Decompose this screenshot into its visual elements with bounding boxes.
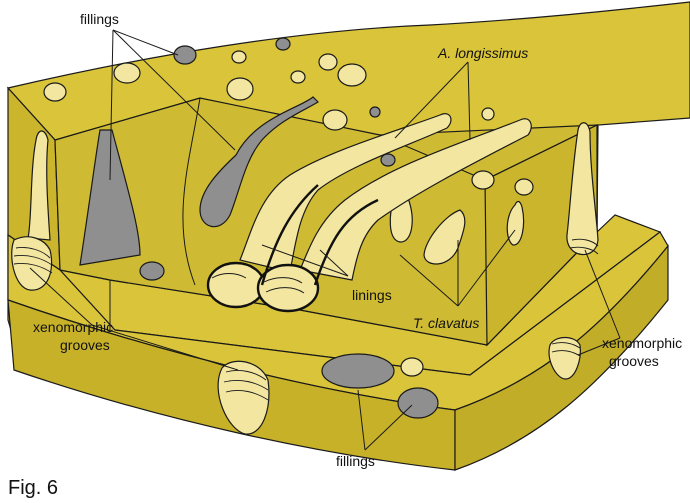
label-fillings-top: fillings	[80, 11, 119, 27]
label-a-longissimus: A. longissimus	[437, 45, 528, 61]
filling-lower-1	[322, 354, 394, 388]
filling-top-2	[276, 38, 290, 50]
label-fillings-bottom: fillings	[336, 453, 375, 469]
label-linings: linings	[352, 287, 392, 303]
filling-lower-2	[398, 388, 438, 418]
opening-lower	[401, 358, 423, 376]
label-t-clavatus: T. clavatus	[413, 315, 479, 331]
label-xenomorphic-right: xenomorphic	[602, 335, 682, 351]
label-grooves-right: grooves	[609, 353, 659, 369]
label-xenomorphic-left: xenomorphic	[33, 319, 113, 335]
filling-top-4	[381, 154, 395, 166]
filling-top-3	[370, 107, 380, 117]
label-grooves-left: grooves	[60, 337, 110, 353]
figure-caption: Fig. 6	[8, 477, 58, 499]
filling-floor-1	[140, 262, 164, 280]
lining-aperture-1	[208, 263, 264, 307]
